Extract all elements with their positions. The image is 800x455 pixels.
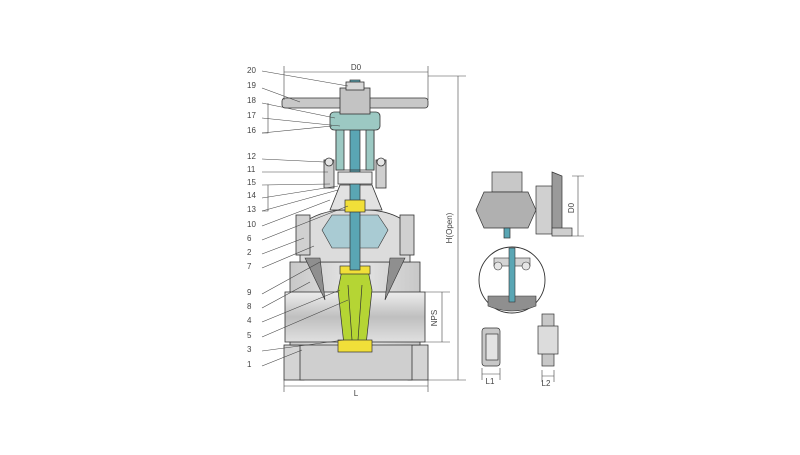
dimension-text-main: D0 H(Open) NPS L bbox=[351, 63, 454, 398]
part-number: 7 bbox=[247, 262, 252, 271]
part-number: 20 bbox=[247, 66, 256, 75]
dim-l: L bbox=[354, 389, 359, 398]
part-number: 6 bbox=[247, 234, 252, 243]
gate-wedge bbox=[337, 265, 373, 353]
part-number: 14 bbox=[247, 191, 256, 200]
part-number: 8 bbox=[247, 302, 252, 311]
dim-nps: NPS bbox=[430, 310, 439, 326]
dimension-lines bbox=[283, 66, 466, 392]
part-number: 17 bbox=[247, 111, 256, 120]
dim-d0-main: D0 bbox=[351, 63, 362, 72]
part-number: 15 bbox=[247, 178, 256, 187]
dim-d0-side: D0 bbox=[567, 202, 576, 213]
part-number: 1 bbox=[247, 360, 252, 369]
part-number: 13 bbox=[247, 205, 256, 214]
end-detail-l1 bbox=[481, 327, 501, 367]
part-number: 16 bbox=[247, 126, 256, 135]
part-number: 11 bbox=[247, 165, 256, 174]
dim-l2: L2 bbox=[542, 379, 551, 388]
part-number: 10 bbox=[247, 220, 256, 229]
part-number: 2 bbox=[247, 248, 252, 257]
part-number: 12 bbox=[247, 152, 256, 161]
detail-circle bbox=[478, 246, 546, 314]
handwheel bbox=[281, 81, 429, 115]
part-number: 4 bbox=[247, 316, 252, 325]
part-number: 9 bbox=[247, 288, 252, 297]
gear-dimension bbox=[572, 175, 584, 237]
part-number: 19 bbox=[247, 81, 256, 90]
dim-h-open: H(Open) bbox=[445, 212, 454, 243]
gear-operator-view bbox=[475, 171, 573, 239]
l-dimensions bbox=[481, 368, 555, 382]
dim-l1: L1 bbox=[486, 377, 495, 386]
yoke bbox=[323, 111, 387, 189]
leader-lines bbox=[261, 70, 349, 367]
part-number: 3 bbox=[247, 345, 252, 354]
part-number: 5 bbox=[247, 331, 252, 340]
part-number: 18 bbox=[247, 96, 256, 105]
end-detail-l2 bbox=[537, 313, 559, 367]
